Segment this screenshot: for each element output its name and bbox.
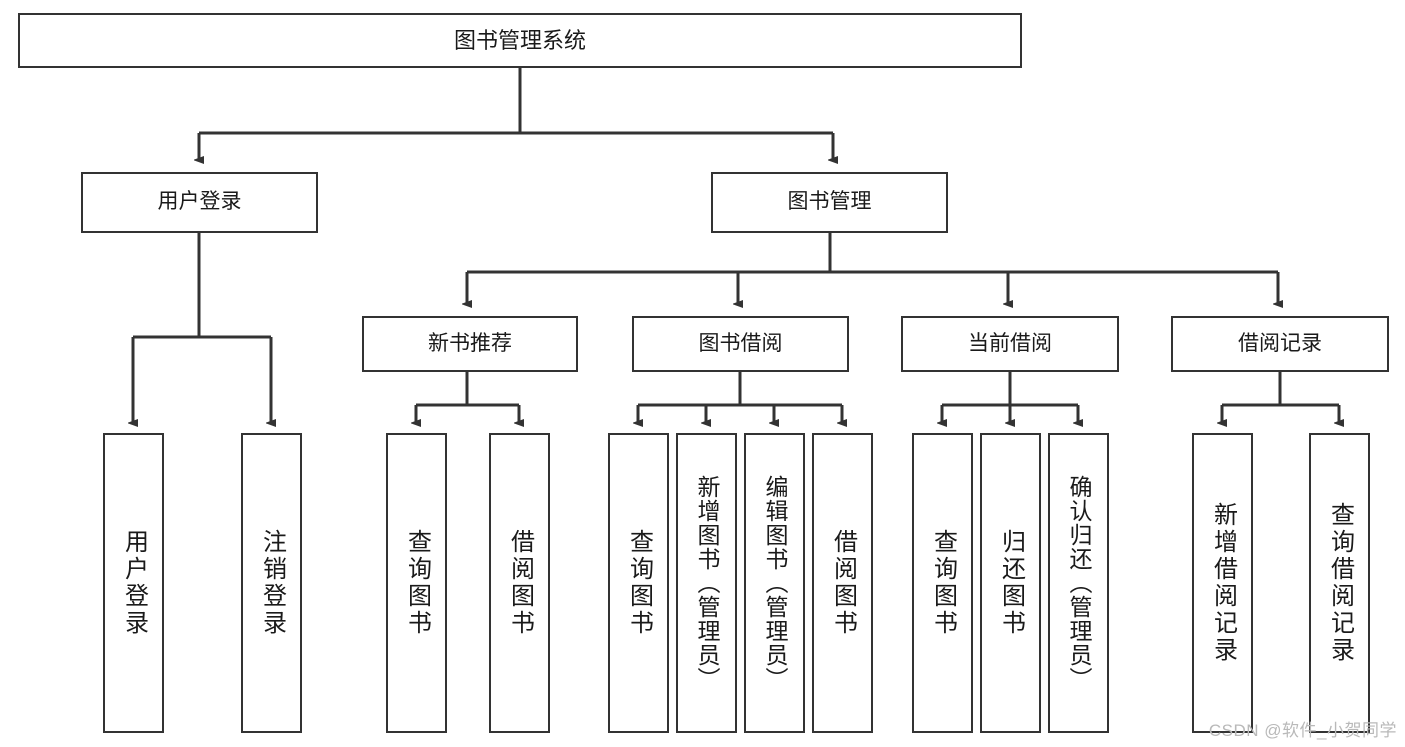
node-label: 注销登录 — [258, 529, 286, 637]
node-leaf-query-book-current[interactable]: 查询图书 — [912, 433, 973, 733]
node-label: 当前借阅 — [968, 331, 1052, 355]
node-label: 查询借阅记录 — [1326, 502, 1354, 664]
node-current-borrowing[interactable]: 当前借阅 — [901, 316, 1119, 372]
node-book-borrowing[interactable]: 图书借阅 — [632, 316, 849, 372]
node-borrowing-record[interactable]: 借阅记录 — [1171, 316, 1389, 372]
node-leaf-edit-book-admin[interactable]: 编辑图书（管理员） — [744, 433, 805, 733]
node-label: 图书管理 — [787, 190, 872, 214]
node-leaf-query-borrow-record[interactable]: 查询借阅记录 — [1309, 433, 1370, 733]
node-label: 查询图书 — [403, 529, 431, 637]
node-book-management[interactable]: 图书管理 — [711, 172, 948, 233]
node-label: 借阅图书 — [829, 529, 857, 637]
node-label: 归还图书 — [997, 529, 1025, 637]
node-label: 新增借阅记录 — [1209, 502, 1237, 664]
node-leaf-query-book-borrow[interactable]: 查询图书 — [608, 433, 669, 733]
node-label: 图书借阅 — [698, 331, 783, 355]
node-new-book-recommendation[interactable]: 新书推荐 — [362, 316, 578, 372]
node-leaf-confirm-return-admin[interactable]: 确认归还（管理员） — [1048, 433, 1109, 733]
node-leaf-add-borrow-record[interactable]: 新增借阅记录 — [1192, 433, 1253, 733]
node-label: 用户登录 — [157, 190, 242, 214]
node-label: 新增图书（管理员） — [694, 475, 720, 691]
node-leaf-user-login[interactable]: 用户登录 — [103, 433, 164, 733]
node-label: 查询图书 — [929, 529, 957, 637]
node-label: 查询图书 — [625, 529, 653, 637]
node-root-book-management-system[interactable]: 图书管理系统 — [18, 13, 1022, 68]
node-label: 用户登录 — [120, 529, 148, 637]
node-label: 借阅记录 — [1238, 331, 1322, 355]
node-label: 图书管理系统 — [453, 27, 586, 53]
node-label: 编辑图书（管理员） — [762, 475, 788, 691]
node-label: 新书推荐 — [428, 331, 512, 355]
node-leaf-return-book[interactable]: 归还图书 — [980, 433, 1041, 733]
watermark: CSDN @软件_小贺同学 — [1208, 721, 1397, 740]
node-user-login[interactable]: 用户登录 — [81, 172, 318, 233]
node-leaf-borrow-book[interactable]: 借阅图书 — [812, 433, 873, 733]
node-leaf-query-book-recommend[interactable]: 查询图书 — [386, 433, 447, 733]
node-leaf-logout[interactable]: 注销登录 — [241, 433, 302, 733]
node-leaf-borrow-book-recommend[interactable]: 借阅图书 — [489, 433, 550, 733]
node-label: 确认归还（管理员） — [1066, 475, 1092, 691]
node-leaf-add-book-admin[interactable]: 新增图书（管理员） — [676, 433, 737, 733]
node-label: 借阅图书 — [506, 529, 534, 637]
